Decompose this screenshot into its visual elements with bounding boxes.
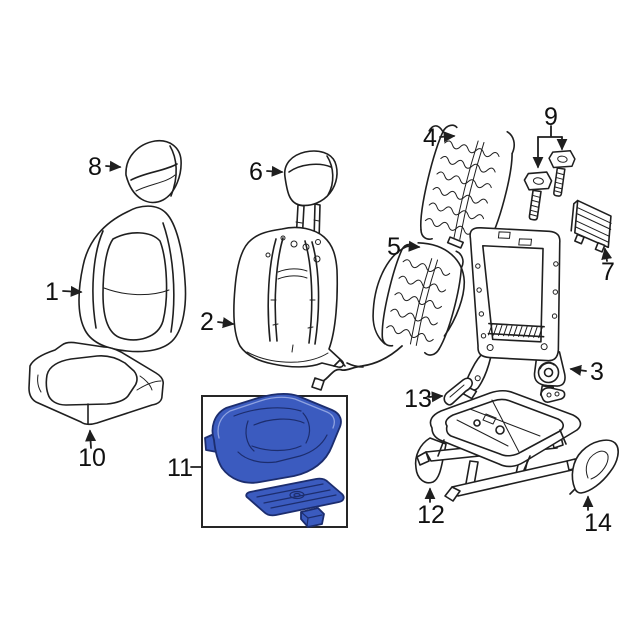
callout-label-13: 13 [404,385,432,413]
part-seat-cushion-pad-highlighted [204,392,345,528]
part-suspension-mat-lower [372,242,466,356]
part-adjuster-module [570,199,612,253]
callout-label-7: 7 [601,258,615,286]
part-headrest-with-posts [283,150,338,243]
callout-label-4: 4 [423,124,437,152]
part-recliner-side-cover [569,439,619,495]
part-seat-back-cover [78,205,187,353]
part-seat-cushion-cover [28,341,164,426]
callout-bracket-9 [537,125,563,138]
callout-arrow-2 [217,317,235,329]
callout-arrows [62,125,613,511]
callout-arrow-8 [105,160,122,172]
part-seat-back-cover-trimmed [233,226,345,368]
wire-harness [311,345,403,391]
callout-label-9: 9 [544,103,558,131]
callout-arrow-7 [601,247,613,262]
part-seat-track-assembly [414,389,582,502]
callout-label-2: 2 [200,308,214,336]
callout-label-14: 14 [584,509,612,537]
part-seat-back-frame [462,226,566,400]
callout-label-12: 12 [417,501,445,529]
callout-arrow-3 [569,364,587,376]
part-bracket-clip-2 [540,387,566,403]
callout-label-3: 3 [590,358,604,386]
callout-label-8: 8 [88,153,102,181]
callout-arrow-4 [439,131,456,143]
callout-arrow-5 [404,240,421,252]
part-headrest-cover [125,139,182,204]
callout-label-1: 1 [45,278,59,306]
callout-arrow-10 [85,429,97,449]
callout-label-5: 5 [387,233,401,261]
callout-label-10: 10 [78,444,106,472]
part-bolt-b [548,149,576,197]
callout-labels: 1 2 3 4 5 6 7 8 9 10 11 12 13 14 [45,103,615,537]
callout-arrow-1 [62,285,83,297]
callout-label-11: 11 [167,454,193,482]
callout-arrow-13 [428,391,444,403]
callout-label-6: 6 [249,158,263,186]
part-bolt-a [523,171,553,221]
callout-arrow-6 [266,165,284,177]
part-bracket-clip [443,377,473,406]
